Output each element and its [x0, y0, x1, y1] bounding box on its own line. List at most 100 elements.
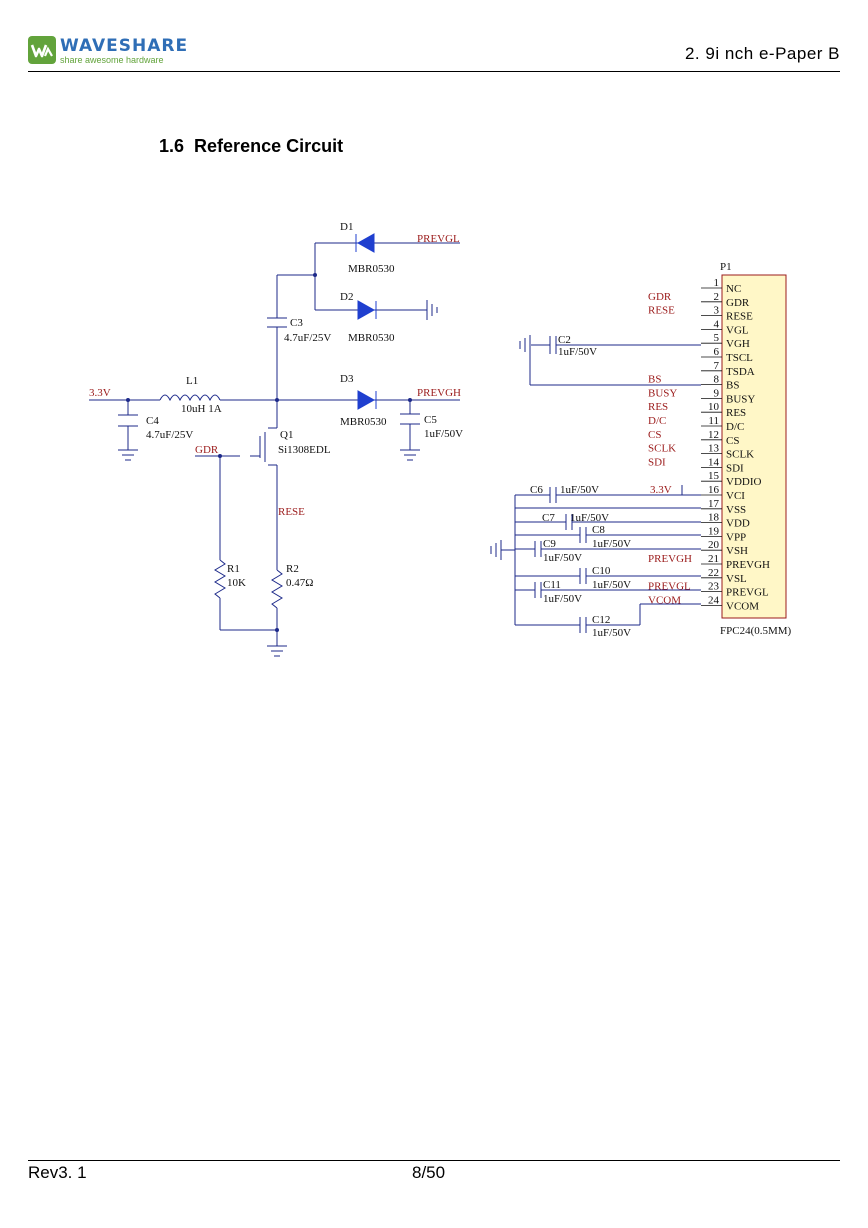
pin-number: 12 — [708, 429, 719, 441]
pin-net-label: BS — [648, 374, 661, 386]
c6-value: 1uF/50V — [560, 484, 599, 496]
net-label-prevgl: PREVGL — [417, 233, 460, 245]
footer-rule — [28, 1160, 840, 1161]
c6-ref: C6 — [530, 484, 543, 496]
section-title: Reference Circuit — [194, 136, 344, 156]
pin-number: 13 — [708, 443, 720, 455]
pin-number: 14 — [708, 456, 720, 468]
page-number: 8/50 — [412, 1163, 446, 1182]
pin-number: 5 — [714, 332, 720, 344]
pin-number: 16 — [708, 484, 720, 496]
pin-net-label: VCOM — [648, 594, 681, 606]
pin-number: 17 — [708, 498, 720, 510]
net-label-3v3: 3.3V — [89, 387, 111, 399]
page-header: WAVESHARE share awesome hardware 2. 9i n… — [28, 30, 840, 72]
pin-name: VGH — [726, 338, 750, 350]
pin-name: PREVGL — [726, 587, 769, 599]
c11-value: 1uF/50V — [543, 593, 582, 605]
pin-name: VSS — [726, 504, 746, 516]
pin-net-label: RESE — [648, 305, 675, 317]
d2-diode-symbol — [357, 300, 376, 320]
c2-value: 1uF/50V — [558, 346, 597, 358]
pin-net-label: PREVGH — [648, 553, 692, 565]
pin-name: GDR — [726, 297, 750, 309]
pin-net-label: SCLK — [648, 443, 676, 455]
pin-number: 11 — [708, 415, 719, 427]
c8-ref: C8 — [592, 524, 605, 536]
connector-ref: P1 — [720, 261, 732, 273]
diodes — [355, 233, 377, 410]
pin-name: VDD — [726, 518, 750, 530]
c7-value: 1uF/50V — [570, 512, 609, 524]
pin-number: 20 — [708, 539, 720, 551]
pin-number: 24 — [708, 594, 720, 606]
waveshare-logo: WAVESHARE share awesome hardware — [28, 36, 208, 70]
pin-name: TSDA — [726, 366, 755, 378]
d1-value: MBR0530 — [348, 263, 395, 275]
c4-value: 4.7uF/25V — [146, 429, 193, 441]
d3-ref: D3 — [340, 373, 354, 385]
pin-number: 19 — [708, 525, 720, 537]
pin-name: VDDIO — [726, 476, 761, 488]
revision-label: Rev3. 1 — [28, 1163, 87, 1182]
left-circuit-wires — [89, 242, 460, 657]
pin-name: BUSY — [726, 393, 755, 405]
pin-net-label: SDI — [648, 456, 666, 468]
pin-name: D/C — [726, 421, 744, 433]
pin-number: 7 — [714, 360, 720, 372]
pin-number: 1 — [714, 277, 720, 289]
d2-ref: D2 — [340, 291, 353, 303]
pin-net-label: BUSY — [648, 387, 677, 399]
pin-number: 10 — [708, 401, 720, 413]
q1-value: Si1308EDL — [278, 444, 331, 456]
c5-ref: C5 — [424, 414, 437, 426]
section-heading: 1.6 Reference Circuit — [159, 136, 343, 157]
r1-ref: R1 — [227, 563, 240, 575]
header-rule — [28, 71, 840, 72]
pin-name: VCI — [726, 490, 745, 502]
pin-name: PREVGH — [726, 559, 770, 571]
pin-number: 4 — [714, 318, 720, 330]
d3-value: MBR0530 — [340, 416, 387, 428]
waveshare-logo-icon — [28, 36, 56, 64]
c10-value: 1uF/50V — [592, 579, 631, 591]
pin-name: BS — [726, 380, 739, 392]
c2-ref: C2 — [558, 334, 571, 346]
pin-name: TSCL — [726, 352, 753, 364]
c8-value: 1uF/50V — [592, 538, 631, 550]
pin-name: VSH — [726, 545, 748, 557]
pin-number: 9 — [714, 387, 720, 399]
connector-wires — [490, 335, 701, 633]
d3-diode-symbol — [357, 390, 376, 410]
c10-ref: C10 — [592, 565, 611, 577]
logo-word: WAVESHARE — [60, 36, 189, 56]
document-title: 2. 9i nch e-Paper B — [684, 44, 840, 63]
pin-name: RES — [726, 407, 746, 419]
pin-name: SCLK — [726, 449, 754, 461]
c7-ref: C7 — [542, 512, 555, 524]
net-label-gdr: GDR — [195, 444, 219, 456]
c12-value: 1uF/50V — [592, 627, 631, 639]
r1-value: 10K — [227, 577, 246, 589]
pin-name: VSL — [726, 573, 747, 585]
pin-net-label: D/C — [648, 415, 666, 427]
pin-number: 21 — [708, 553, 719, 565]
c3-ref: C3 — [290, 317, 303, 329]
pin-number: 8 — [714, 374, 720, 386]
reference-circuit-schematic: 3.3V GDR RESE PREVGL PREVGH D1 MBR0530 D… — [89, 221, 792, 657]
pin-net-label: CS — [648, 429, 661, 441]
pin-number: 15 — [708, 470, 720, 482]
pin-name: RESE — [726, 311, 753, 323]
pin-number: 23 — [708, 581, 720, 593]
d1-diode-symbol — [356, 233, 375, 253]
net-label-rese: RESE — [278, 506, 305, 518]
connector-footprint: FPC24(0.5MM) — [720, 625, 792, 637]
pin-number: 3 — [714, 305, 720, 317]
pin-number: 6 — [714, 346, 720, 358]
fpc-connector-body — [721, 274, 787, 619]
c9-value: 1uF/50V — [543, 552, 582, 564]
pin-number: 18 — [708, 512, 720, 524]
l1-value: 10uH 1A — [181, 403, 222, 415]
pin-net-label: PREVGL — [648, 581, 691, 593]
